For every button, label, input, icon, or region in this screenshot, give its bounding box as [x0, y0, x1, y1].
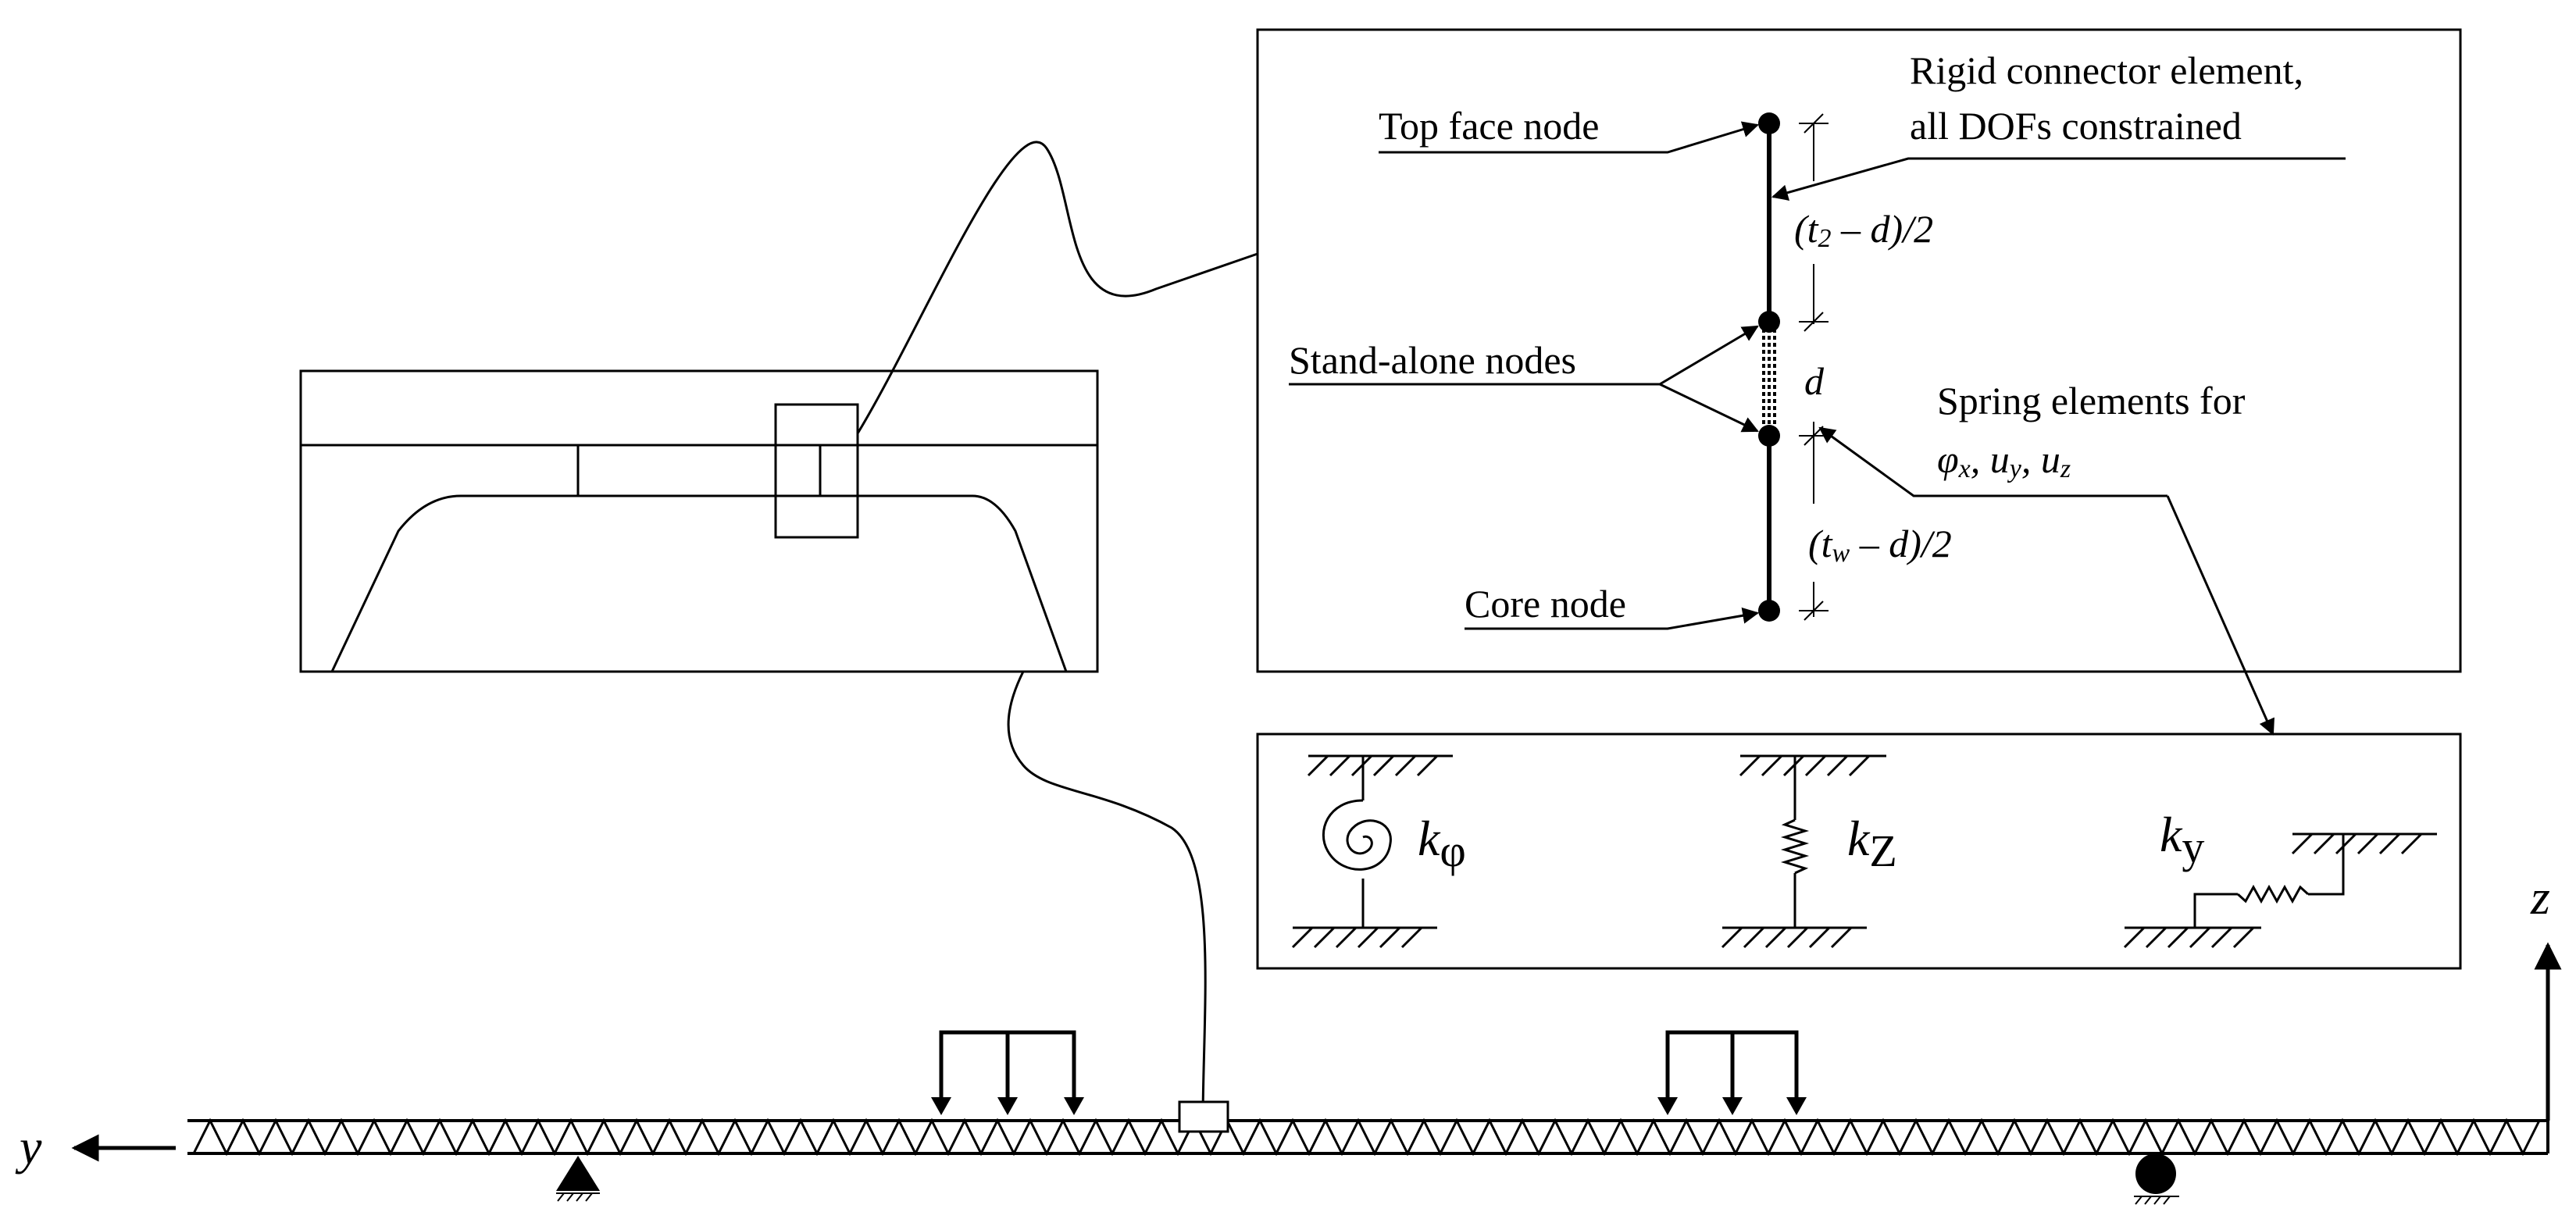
k-phi-label: kφ — [1418, 811, 1466, 876]
stand-alone-nodes-label: Stand-alone nodes — [1289, 338, 1576, 382]
spring-elements-leader-up — [1818, 426, 2167, 497]
spring-dof-label: φx, uy, uz — [1937, 437, 2071, 483]
rigid-connector-leader — [1771, 157, 2346, 201]
node-detail-frame — [1256, 28, 2462, 673]
beam-zoom-box — [1178, 1100, 1229, 1133]
core-node-dot — [1758, 600, 1780, 622]
core-node-label: Core node — [1465, 582, 1626, 626]
top-face-node-dot — [1758, 112, 1780, 134]
horizontal-spring-icon — [2123, 832, 2437, 949]
top-face-node-label: Top face node — [1379, 104, 1599, 148]
spring-elements-frame — [1256, 733, 2462, 970]
k-z-label: kZ — [1847, 811, 1897, 876]
lower-dimension-label: (tw – d)/2 — [1808, 522, 1952, 568]
cross-section-frame — [299, 369, 1099, 673]
k-y-label: ky — [2160, 807, 2204, 872]
vertical-spring-icon — [1721, 754, 1886, 949]
core-node-leader — [1465, 607, 1760, 630]
rigid-connector-label-line1: Rigid connector element, — [1910, 48, 2303, 92]
roller-support-icon — [2134, 1153, 2179, 1205]
load-arrows — [931, 1097, 1084, 1115]
stand-alone-node-dot — [1758, 425, 1780, 447]
deck-beam — [187, 1100, 2549, 1157]
rotational-spring-icon — [1291, 754, 1453, 949]
spring-elements-detail: kφ kZ ky — [1256, 733, 2462, 970]
spring-elements-label-line1: Spring elements for — [1937, 379, 2246, 422]
y-axis-label: y — [15, 1119, 42, 1175]
leader-curve-to-beam — [1007, 671, 1207, 1121]
spring-elements-leader-down — [2166, 495, 2275, 736]
z-axis-label: z — [2530, 869, 2550, 925]
distributed-load-left — [939, 1030, 1076, 1101]
load-arrows — [1657, 1097, 1807, 1115]
stand-alone-nodes-leader — [1659, 383, 1759, 433]
stand-alone-node-dot — [1758, 311, 1780, 333]
core-profile — [330, 494, 1068, 672]
d-label: d — [1804, 359, 1825, 403]
top-face-node-leader — [1379, 121, 1760, 154]
deck-core-corrugation — [192, 1118, 2541, 1157]
upper-dimension-label: (t2 – d)/2 — [1794, 207, 1933, 253]
cross-section-detail — [299, 369, 1099, 673]
leader-curve-to-node-detail — [856, 141, 1258, 434]
rigid-connector-label-line2: all DOFs constrained — [1910, 104, 2242, 148]
pin-support-icon — [556, 1156, 600, 1202]
distributed-load-right — [1665, 1030, 1799, 1101]
node-detail: Top face node Rigid connector element, a… — [1256, 28, 2462, 673]
zoom-region-box — [774, 403, 859, 539]
